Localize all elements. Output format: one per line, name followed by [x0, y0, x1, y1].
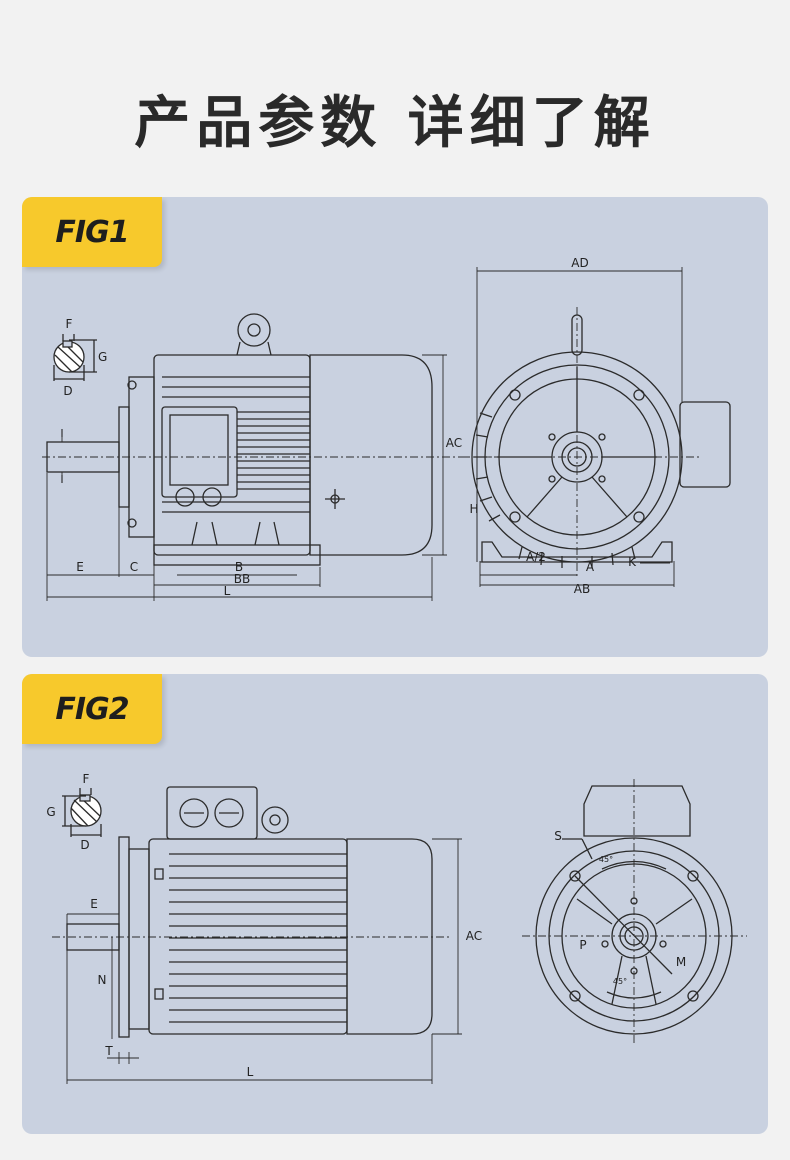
fig1-label-G: G: [98, 350, 107, 364]
fig2-label-S: S: [554, 829, 562, 843]
fig2-drawing: F G D E N T L AC S P M 45° 45°: [46, 772, 747, 1084]
fig1-drawing: F G D I I E C B BB L AC AD H A/2 A K AB: [42, 256, 731, 601]
fig2-tab: FIG2: [22, 674, 162, 744]
fig2-motor-side: [52, 786, 452, 1038]
fig2-label-P: P: [579, 938, 586, 952]
fig1-dimensions-side: [46, 354, 447, 601]
fig2-shaft-section: [62, 788, 102, 837]
fig1-label-I-bottom: I: [60, 473, 63, 486]
fig1-motor-side: [42, 313, 462, 566]
fig2-label-L: L: [247, 1065, 254, 1079]
fig2-label-D: D: [80, 838, 89, 852]
fig2-label-N: N: [98, 973, 107, 987]
fig1-label-H: H: [469, 502, 478, 516]
fig2-label-E: E: [90, 897, 98, 911]
fig2-label-T: T: [104, 1044, 113, 1058]
fig2-label-G: G: [46, 805, 55, 819]
fig1-label-AD: AD: [571, 256, 588, 270]
fig1-label-L: L: [224, 584, 231, 598]
fig1-label-C: C: [130, 560, 138, 574]
fig2-tab-label: FIG2: [55, 691, 129, 727]
fig1-label-D: D: [63, 384, 72, 398]
fig1-label-AC: AC: [446, 436, 462, 450]
fig1-label-F: F: [66, 317, 73, 331]
fig1-panel: FIG1: [22, 197, 768, 657]
fig1-label-AB: AB: [574, 582, 590, 596]
fig1-label-B: B: [235, 560, 243, 574]
fig2-dimensions-end: [522, 779, 747, 1044]
fig1-label-A: A: [586, 560, 595, 574]
fig1-shaft-section: [53, 334, 97, 381]
fig1-label-BB: BB: [234, 572, 250, 586]
fig2-dimensions-side: [66, 838, 462, 1084]
fig1-motor-end: [471, 314, 731, 568]
fig1-label-I-top: I: [60, 427, 63, 440]
fig1-dimensions-end: [462, 267, 702, 587]
fig2-label-45-top: 45°: [599, 855, 613, 864]
page-title: 产品参数 详细了解: [134, 91, 656, 156]
fig1-tab: FIG1: [22, 197, 162, 267]
fig1-label-A-half: A/2: [526, 550, 546, 564]
fig2-label-AC: AC: [466, 929, 482, 943]
fig1-label-E: E: [76, 560, 84, 574]
fig1-tab-label: FIG1: [55, 214, 129, 250]
fig1-label-K: K: [628, 555, 637, 569]
fig2-label-45-bottom: 45°: [613, 977, 627, 986]
fig2-label-M: M: [676, 955, 686, 969]
fig2-panel: FIG2: [22, 674, 768, 1134]
fig2-label-F: F: [83, 772, 90, 786]
